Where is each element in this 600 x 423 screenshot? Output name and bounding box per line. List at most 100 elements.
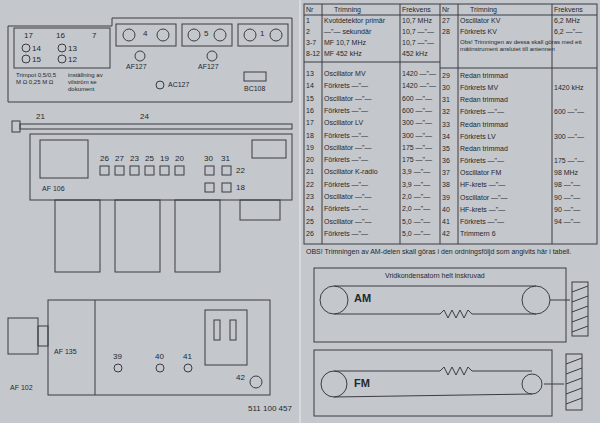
table-cell: 175 —"—	[554, 157, 584, 165]
am-dial-cord	[314, 268, 588, 342]
alignment-table-grid-part	[304, 62, 440, 63]
callout-number: 21	[36, 112, 45, 121]
note-text: Trimpot 0,5/0,5 M Ω 0,25 M Ω	[16, 72, 62, 86]
table-cell: 2,0 —"—	[402, 205, 430, 213]
table-cell: 37	[442, 169, 450, 177]
alignment-table-grid-part	[440, 4, 441, 244]
table-cell: 300 —"—	[554, 133, 584, 141]
table-cell: Förkrets —"—	[324, 107, 368, 115]
fm-dial-cord	[314, 350, 582, 416]
alignment-table-grid-part	[304, 4, 597, 244]
callout-number: 4	[143, 29, 147, 38]
table-cell: Förkrets —"—	[324, 205, 368, 213]
table-cell: 27	[442, 17, 450, 25]
middle-chassis-view-part	[12, 121, 20, 132]
alignment-table-grid-part	[458, 4, 459, 244]
table-cell: 452 kHz	[402, 50, 428, 58]
callout-number: 18	[236, 183, 245, 192]
table-cell: 300 —"—	[402, 119, 432, 127]
top-chassis-view-part	[156, 81, 164, 89]
table-cell: 175 —"—	[402, 156, 432, 164]
callout-number: 25	[145, 154, 154, 163]
table-cell: Oscillator FM	[460, 169, 501, 177]
table-cell: 31	[442, 96, 450, 104]
top-chassis-view-part	[22, 55, 30, 63]
table-cell: 6,2 —"—	[554, 28, 582, 36]
table-cell: 98 —"—	[554, 181, 580, 189]
fm-dial-cord-part	[522, 374, 542, 394]
callout-number: 42	[236, 373, 245, 382]
table-cell: 35	[442, 145, 450, 153]
am-dial-cord-part	[314, 268, 566, 342]
band-label: FM	[354, 377, 370, 390]
table-cell: Redan trimmad	[460, 121, 508, 129]
table-cell: 90 —"—	[554, 206, 580, 214]
table-note: Obs! Trimningen av dessa skall göras med…	[460, 39, 594, 53]
table-cell: 90 —"—	[554, 194, 580, 202]
middle-chassis-view-part	[175, 166, 184, 175]
middle-chassis-view-part	[222, 166, 231, 175]
table-cell: Oscillator —"—	[324, 218, 372, 226]
top-chassis-view-part	[22, 44, 30, 52]
fm-dial-cord-part	[334, 367, 532, 375]
table-cell: Oscillator LV	[324, 119, 363, 127]
fm-dial-cord-part	[334, 394, 532, 397]
am-dial-cord-part	[522, 286, 550, 314]
table-cell: Oscillator KV	[460, 17, 500, 25]
bottom-chassis-view-part	[38, 326, 48, 346]
table-cell: Förkrets —"—	[324, 156, 368, 164]
callout-number: 17	[24, 31, 33, 40]
top-chassis-view-part	[157, 29, 169, 41]
table-cell: 2,0 —"—	[402, 193, 430, 201]
fm-dial-cord-part	[314, 350, 552, 416]
table-cell: Oscillator —"—	[460, 194, 508, 202]
table-cell: 42	[442, 230, 450, 238]
top-chassis-view-part	[123, 29, 135, 41]
table-cell: 30	[442, 84, 450, 92]
alignment-table-grid-part	[304, 15, 597, 16]
table-header: Trimning	[334, 6, 361, 14]
table-cell: 41	[442, 218, 450, 226]
callout-number: 20	[175, 154, 184, 163]
table-cell: 18	[306, 132, 314, 140]
part-label: AF127	[126, 63, 147, 71]
part-label: AF 106	[42, 185, 65, 193]
table-cell: 22	[306, 181, 314, 189]
top-chassis-view-part	[58, 44, 66, 52]
table-cell: 5,0 —"—	[402, 218, 430, 226]
table-cell: 10,7 —"—	[402, 28, 434, 36]
table-header: Nr	[442, 6, 449, 14]
middle-chassis-view-part	[130, 166, 139, 175]
table-cell: Oscillator —"—	[324, 193, 372, 201]
middle-chassis-view-part	[30, 134, 292, 200]
table-cell: Redan trimmad	[460, 96, 508, 104]
table-cell: Förkrets LV	[460, 133, 496, 141]
fm-dial-cord-part	[566, 358, 582, 404]
bottom-chassis-view-part	[184, 364, 192, 372]
callout-number: 13	[68, 44, 77, 53]
middle-chassis-view-part	[40, 140, 88, 178]
alignment-table-grid-part	[440, 68, 597, 69]
callout-number: 41	[183, 352, 192, 361]
top-chassis-view-part	[14, 28, 110, 68]
middle-chassis-view-part	[20, 124, 292, 129]
fm-dial-cord-part	[321, 371, 347, 397]
callout-number: 16	[56, 31, 65, 40]
middle-chassis-view-part	[205, 183, 214, 192]
table-cell: —"— sekundär	[324, 28, 371, 36]
table-cell: 23	[306, 193, 314, 201]
table-cell: 33	[442, 121, 450, 129]
table-cell: 2	[306, 28, 310, 36]
middle-chassis-view-part	[145, 166, 154, 175]
callout-number: 30	[204, 154, 213, 163]
table-cell: 17	[306, 119, 314, 127]
part-label: AF 135	[54, 348, 77, 356]
table-cell: 10,7 —"—	[402, 39, 434, 47]
callout-number: 7	[92, 31, 96, 40]
table-cell: MF 452 kHz	[324, 50, 362, 58]
table-cell: Förkrets —"—	[460, 157, 504, 165]
table-cell: 1	[306, 17, 310, 25]
table-header: Nr	[306, 6, 313, 14]
